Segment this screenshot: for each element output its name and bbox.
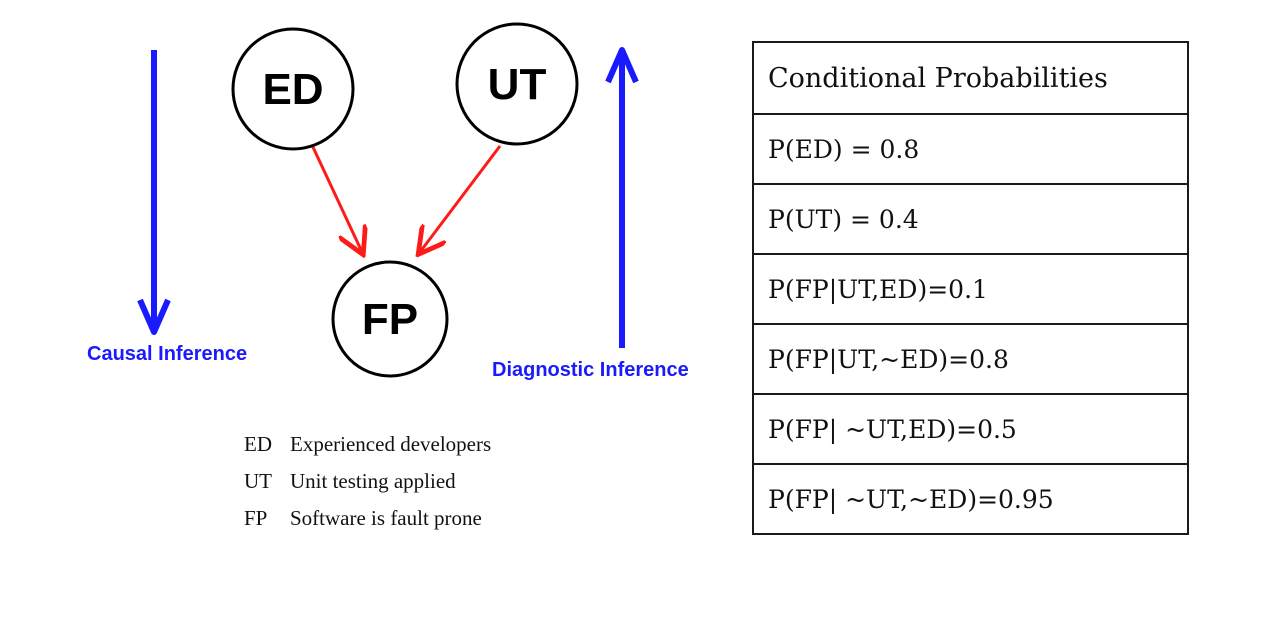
table-cell: P(FP|UT,~ED)=0.8 [752,323,1189,395]
legend-text: Experienced developers [290,432,491,456]
node-fp: FP [331,260,449,378]
table-cell: P(ED) = 0.8 [752,113,1189,185]
table-cell: P(FP| ~UT,ED)=0.5 [752,393,1189,465]
table-cell: P(FP| ~UT,~ED)=0.95 [752,463,1189,535]
table-row: P(FP| ~UT,~ED)=0.95 [752,463,1189,535]
causal-inference-arrow [137,50,171,335]
table-row: P(FP|UT,ED)=0.1 [752,253,1189,325]
diagnostic-inference-label: Diagnostic Inference [492,359,689,381]
node-ed: ED [231,27,355,151]
legend-abbr: FP [244,506,267,530]
legend: ED Experienced developers UT Unit testin… [244,432,491,530]
diagnostic-inference-arrow [605,47,639,348]
bayesian-network-diagram: ED UT FP Causal Inference Diagnostic Inf… [87,22,689,530]
legend-text: Software is fault prone [290,506,482,530]
edge-ut-to-fp [420,145,502,252]
node-fp-label: FP [362,295,418,344]
legend-abbr: UT [244,469,272,493]
node-ut: UT [455,22,579,146]
node-ut-label: UT [488,60,547,109]
node-ed-label: ED [262,65,323,114]
table-row: P(FP|UT,~ED)=0.8 [752,323,1189,395]
edge-ed-to-fp [310,144,362,252]
table-header: Conditional Probabilities [752,41,1189,115]
legend-text: Unit testing applied [290,469,456,493]
table-row: P(UT) = 0.4 [752,183,1189,255]
table-cell: P(FP|UT,ED)=0.1 [752,253,1189,325]
table-row: P(FP| ~UT,ED)=0.5 [752,393,1189,465]
table-row: P(ED) = 0.8 [752,113,1189,185]
legend-abbr: ED [244,432,272,456]
table-header-row: Conditional Probabilities [752,41,1189,115]
causal-inference-label: Causal Inference [87,343,247,365]
table-cell: P(UT) = 0.4 [752,183,1189,255]
conditional-probabilities-table: Conditional Probabilities P(ED) = 0.8 P(… [752,41,1189,535]
